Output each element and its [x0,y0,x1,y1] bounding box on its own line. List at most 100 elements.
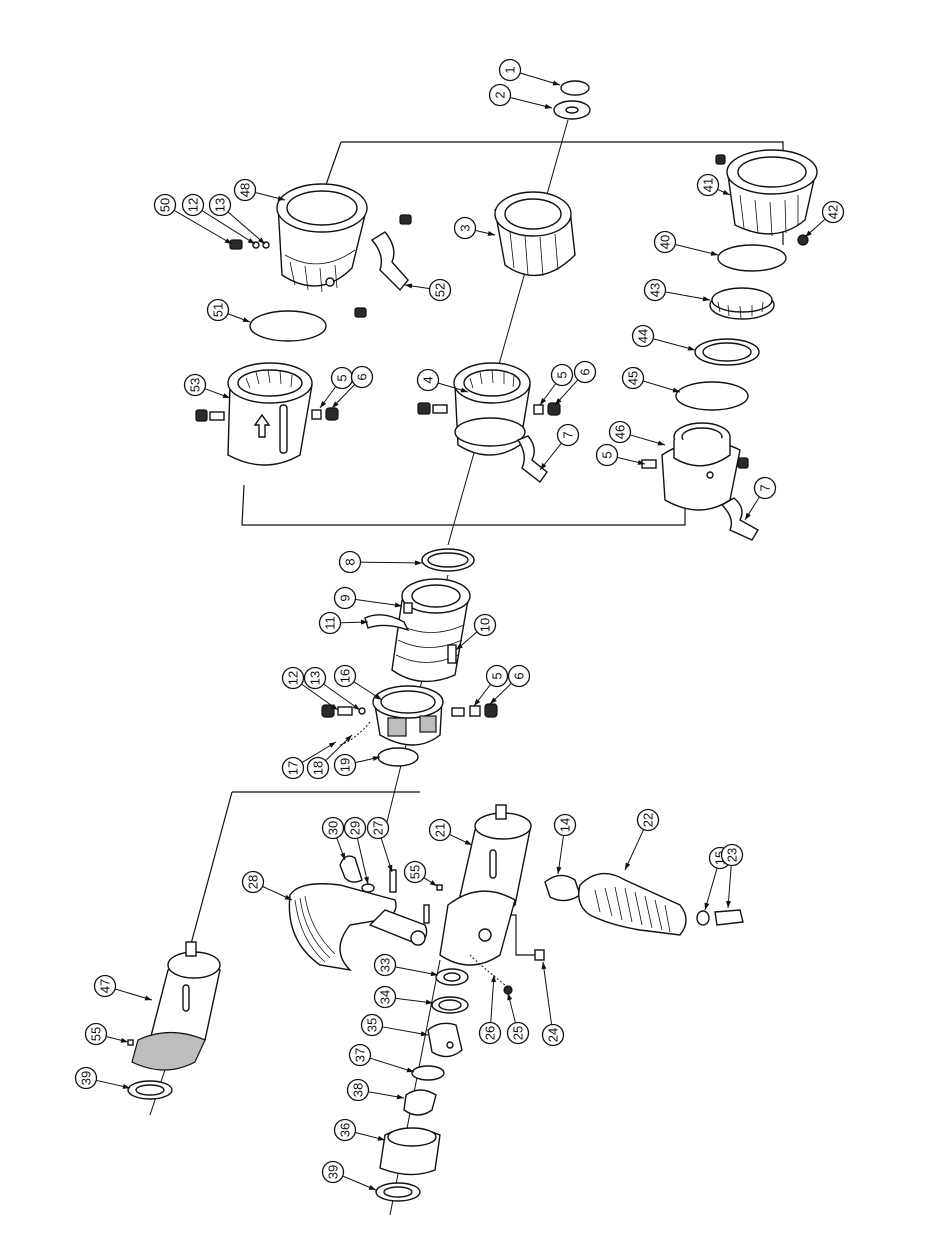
part-29-seal [362,884,374,892]
leader-arrow-43 [703,296,710,301]
part-24-nut [535,950,544,960]
part-2-washer-hole [566,107,578,113]
callout-number: 19 [338,758,353,772]
callout-30: 30 [323,818,344,839]
part-47-body [132,942,220,1070]
part-52-lanyard [372,232,408,290]
part-23-bolt [715,910,743,925]
part-55-pin-mid [437,885,442,890]
part-34-washer-hole [439,1000,461,1010]
leader-arrow-15 [705,903,710,910]
part-7-lanyard-mid [518,436,547,482]
part-4-pin-left [433,405,447,413]
leader-arrow-55 [121,1038,128,1043]
part-25-screw [504,986,512,994]
callout-number: 5 [555,371,570,378]
leader-arrow-5 [540,398,546,405]
callout-13: 13 [210,195,231,216]
leader-arrow-38 [397,1094,404,1099]
part-21-body [440,805,531,965]
callout-42: 42 [823,202,844,223]
callout-23: 23 [722,845,743,866]
leader-arrow-41 [723,190,730,195]
callout-number: 41 [701,178,716,192]
part-45-oring [676,382,748,410]
callout-number: 12 [186,198,201,212]
part-53-pin-left [210,412,224,420]
callout-27: 27 [368,818,389,839]
callout-number: 7 [561,431,576,438]
part-15-washer [697,911,709,925]
part-4-pin-right [534,405,543,414]
callout-48: 48 [235,180,256,201]
part-37-oring [412,1066,444,1080]
callout-number: 10 [478,618,493,632]
callout-9: 9 [335,588,356,609]
part-41-screw [716,155,725,164]
callout-number: 37 [353,1048,368,1062]
part-1-cap [561,81,589,95]
callout-47: 47 [95,976,116,997]
callout-36: 36 [335,1120,356,1141]
callout-50: 50 [155,195,176,216]
callout-number: 55 [89,1027,104,1041]
callout-28: 28 [243,872,264,893]
leader-line-24 [543,962,552,1024]
callout-number: 30 [326,821,341,835]
callout-number: 5 [600,451,615,458]
callout-16: 16 [335,666,356,687]
part-18-chain [340,722,370,745]
callout-number: 47 [98,979,113,993]
callout-number: 6 [512,672,527,679]
callout-number: 14 [558,818,573,832]
callout-13: 13 [305,668,326,689]
part-16-coupling-ring [373,686,443,745]
part-35-bore [447,1042,453,1048]
lower-frame-left [188,792,232,955]
callout-number: 35 [365,1018,380,1032]
part-16-screw-right [485,704,497,717]
callout-53: 53 [185,375,206,396]
part-16-pin-left [338,707,352,715]
part-40-split-ring [718,245,786,271]
callout-number: 24 [546,1028,561,1042]
part-33-washer-hole [444,973,460,981]
callout-35: 35 [362,1015,383,1036]
callout-number: 4 [421,376,436,383]
leader-arrow-8 [415,560,422,565]
callout-12: 12 [183,195,204,216]
callout-number: 26 [483,1026,498,1040]
leader-arrow-5 [320,401,326,408]
part-42-screw [798,235,808,245]
callout-number: 38 [351,1083,366,1097]
leader-arrow-53 [223,393,230,398]
callout-24: 24 [543,1025,564,1046]
part-36-nut-bore [388,1128,436,1146]
callout-38: 38 [348,1080,369,1101]
part-48-collar [277,184,367,292]
part-14-cover [545,875,580,900]
part-4-screw-right [548,403,560,415]
callout-17: 17 [283,758,304,779]
callout-number: 27 [371,821,386,835]
callout-21: 21 [430,820,451,841]
callout-5: 5 [597,445,618,466]
callout-number: 44 [636,329,651,343]
part-27-pin [390,870,396,892]
callout-55: 55 [86,1024,107,1045]
callout-number: 43 [648,283,663,297]
callout-number: 42 [826,205,841,219]
part-35-cylinder [428,1023,462,1056]
part-7-lanyard-right [722,498,758,540]
part-39-washer-bottom-hole [384,1187,412,1197]
callout-39: 39 [76,1068,97,1089]
axis-line-top [448,120,568,545]
part-21-pin [424,905,429,923]
part-53-screw-left [196,410,207,421]
callout-41: 41 [698,175,719,196]
callout-6: 6 [352,367,373,388]
part-53-barrel [228,363,312,465]
callout-55: 55 [405,862,426,883]
callout-number: 12 [286,671,301,685]
callout-39: 39 [323,1162,344,1183]
